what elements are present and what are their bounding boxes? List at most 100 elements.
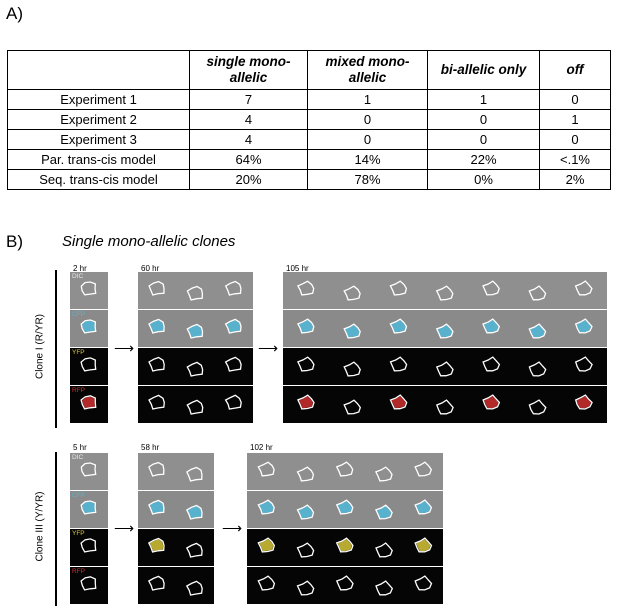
cell-outlines bbox=[148, 461, 203, 482]
table-cell: 0 bbox=[307, 129, 428, 150]
image-tile bbox=[247, 529, 443, 566]
image-tile bbox=[138, 529, 214, 566]
table-cell: 0 bbox=[307, 109, 428, 130]
image-tile bbox=[138, 310, 253, 347]
image-tile: CFP bbox=[70, 491, 108, 528]
channel-label: YFP bbox=[72, 349, 85, 356]
time-label: 102 hr bbox=[250, 443, 273, 452]
cell-outlines bbox=[148, 356, 242, 377]
clone-label: Clone I (R/YR) bbox=[34, 314, 46, 380]
cell-outlines bbox=[148, 318, 242, 339]
image-tile bbox=[283, 272, 607, 309]
cell-outlines bbox=[296, 318, 593, 339]
time-label: 58 hr bbox=[141, 443, 160, 452]
cell-outlines bbox=[257, 499, 433, 520]
cell-outlines bbox=[80, 576, 97, 591]
table-cell: 0% bbox=[427, 169, 540, 190]
table-row: Experiment 3 4 0 0 0 bbox=[7, 129, 611, 150]
cell-outlines bbox=[257, 537, 433, 558]
clone-label: Clone III (Y/YR) bbox=[34, 491, 46, 562]
channel-label: YFP bbox=[72, 530, 85, 537]
cell-outlines bbox=[80, 395, 97, 410]
table-row: Seq. trans-cis model 20% 78% 0% 2% bbox=[7, 169, 611, 190]
clone-divider-line bbox=[55, 270, 57, 428]
table-row: Experiment 1 7 1 1 0 bbox=[7, 89, 611, 110]
image-tile bbox=[138, 453, 214, 490]
image-tile bbox=[138, 491, 214, 528]
results-table: single mono-allelic mixed mono-allelic b… bbox=[7, 50, 611, 190]
cell-outlines bbox=[80, 319, 97, 334]
time-label: 105 hr bbox=[286, 264, 309, 273]
time-label: 2 hr bbox=[73, 264, 87, 273]
image-tile: RFP bbox=[70, 386, 108, 423]
arrow-icon: ⟶ bbox=[258, 340, 279, 356]
table-cell: 0 bbox=[539, 129, 611, 150]
image-tile bbox=[138, 272, 253, 309]
cell-outlines bbox=[257, 461, 433, 482]
time-label: 5 hr bbox=[73, 443, 87, 452]
image-tile bbox=[283, 348, 607, 385]
channel-label: RFP bbox=[72, 387, 85, 394]
channel-label: DIC bbox=[72, 454, 84, 461]
table-cell: 1 bbox=[539, 109, 611, 130]
header-cell: mixed mono-allelic bbox=[307, 50, 428, 90]
table-cell: 14% bbox=[307, 149, 428, 170]
image-tile bbox=[283, 386, 607, 423]
table-row: Experiment 2 4 0 0 1 bbox=[7, 109, 611, 130]
clone-divider-line bbox=[55, 452, 57, 606]
arrow-icon: ⟶ bbox=[222, 520, 243, 536]
table-cell: Seq. trans-cis model bbox=[7, 169, 190, 190]
arrow-icon: ⟶ bbox=[114, 340, 135, 356]
cell-outlines bbox=[80, 538, 97, 553]
image-tile bbox=[247, 453, 443, 490]
table-cell: Experiment 3 bbox=[7, 129, 190, 150]
table-cell: 1 bbox=[307, 89, 428, 110]
table-cell: 0 bbox=[427, 129, 540, 150]
header-cell: single mono-allelic bbox=[189, 50, 308, 90]
cell-outlines bbox=[297, 356, 593, 377]
cell-outlines bbox=[297, 394, 593, 415]
image-tile bbox=[247, 567, 443, 604]
table-cell: 78% bbox=[307, 169, 428, 190]
cell-outlines bbox=[148, 499, 203, 520]
panel-a-label: A) bbox=[6, 4, 23, 23]
image-tile: DIC bbox=[70, 453, 108, 490]
table-cell: <.1% bbox=[539, 149, 611, 170]
channel-label: CFP bbox=[72, 492, 85, 499]
image-tile: CFP bbox=[70, 310, 108, 347]
table-cell: Experiment 2 bbox=[7, 109, 190, 130]
cell-outlines bbox=[257, 575, 433, 596]
cell-outlines bbox=[80, 357, 97, 372]
table-cell: 7 bbox=[189, 89, 308, 110]
image-tile bbox=[138, 386, 253, 423]
table-cell: 0 bbox=[539, 89, 611, 110]
table-header-row: single mono-allelic mixed mono-allelic b… bbox=[7, 50, 611, 90]
time-label: 60 hr bbox=[141, 264, 160, 273]
panel-b-label: B) bbox=[6, 232, 23, 251]
image-tile: YFP bbox=[70, 529, 108, 566]
cell-outlines bbox=[296, 280, 593, 301]
table-cell: 64% bbox=[189, 149, 308, 170]
image-tile bbox=[247, 491, 443, 528]
channel-label: RFP bbox=[72, 568, 85, 575]
arrow-icon: ⟶ bbox=[114, 520, 135, 536]
cell-outlines bbox=[80, 500, 97, 515]
table-cell: 2% bbox=[539, 169, 611, 190]
table-cell: 22% bbox=[427, 149, 540, 170]
table-cell: 20% bbox=[189, 169, 308, 190]
table-cell: 4 bbox=[189, 109, 308, 130]
cell-outlines bbox=[147, 575, 203, 596]
channel-label: CFP bbox=[72, 311, 85, 318]
table-cell: Experiment 1 bbox=[7, 89, 190, 110]
cell-outlines bbox=[80, 462, 97, 477]
image-tile bbox=[138, 567, 214, 604]
channel-label: DIC bbox=[72, 273, 84, 280]
header-cell: off bbox=[539, 50, 611, 90]
image-tile: RFP bbox=[70, 567, 108, 604]
cell-outlines bbox=[148, 280, 242, 301]
image-tile: YFP bbox=[70, 348, 108, 385]
header-cell: bi-allelic only bbox=[427, 50, 540, 90]
header-cell bbox=[7, 50, 190, 90]
image-tile bbox=[283, 310, 607, 347]
table-cell: 1 bbox=[427, 89, 540, 110]
